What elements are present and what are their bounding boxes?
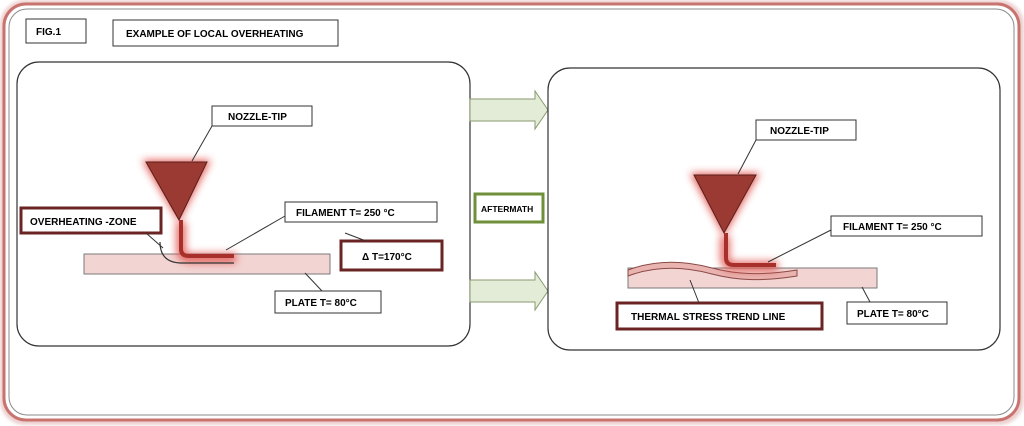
warped-filament bbox=[627, 261, 798, 281]
arrow-top bbox=[469, 89, 549, 131]
aftermath-box bbox=[473, 192, 545, 224]
plate-leader-after bbox=[861, 286, 871, 303]
plate-label-before: PLATE T= 80°C bbox=[285, 298, 357, 309]
nozzle-leader-after bbox=[737, 139, 757, 175]
panel-before-frame bbox=[16, 61, 471, 347]
stress-label-box bbox=[615, 301, 824, 331]
filament-after bbox=[724, 233, 776, 267]
outer-frame-inner bbox=[8, 8, 1015, 416]
filament-label-before: FILAMENT T= 250 °C bbox=[296, 208, 395, 219]
overheating-leader bbox=[145, 232, 164, 249]
filament-before bbox=[179, 220, 234, 258]
filament-leader-after bbox=[767, 229, 832, 263]
plate-leader-before bbox=[304, 272, 323, 292]
overheating-label: OVERHEATING -ZONE bbox=[30, 217, 137, 228]
delta-leader bbox=[344, 232, 367, 242]
plate-label-box-after bbox=[846, 301, 948, 325]
filament-label-box-before bbox=[284, 201, 438, 223]
arrow-bottom bbox=[469, 270, 549, 312]
filament-label-box-after bbox=[830, 215, 983, 237]
filament-leader-before bbox=[225, 215, 286, 251]
nozzle-leader-before bbox=[191, 125, 213, 162]
transition-arrows: AFTERMATH bbox=[469, 89, 549, 312]
figure-title: EXAMPLE OF LOCAL OVERHEATING bbox=[126, 29, 304, 40]
nozzle-before bbox=[145, 161, 208, 222]
figure-title-box bbox=[112, 19, 339, 47]
nozzle-after bbox=[693, 174, 757, 235]
nozzle-label-box-before bbox=[211, 105, 313, 127]
plate-label-after: PLATE T= 80°C bbox=[857, 309, 929, 320]
nozzle-label-before: NOZZLE-TIP bbox=[228, 112, 287, 123]
nozzle-label-box-after bbox=[755, 119, 857, 141]
nozzle-label-after: NOZZLE-TIP bbox=[770, 126, 829, 137]
stress-leader bbox=[689, 279, 700, 304]
filament-label-after: FILAMENT T= 250 °C bbox=[843, 222, 942, 233]
figure-label-box bbox=[25, 18, 87, 44]
figure-label: FIG.1 bbox=[36, 27, 61, 38]
panel-before: NOZZLE-TIP FILAMENT T= 250 °C OVERHEATIN… bbox=[16, 61, 471, 347]
delta-label-box bbox=[339, 239, 444, 272]
overheating-label-box bbox=[19, 206, 163, 235]
stress-label: THERMAL STRESS TREND LINE bbox=[631, 312, 786, 323]
plate-label-box-before bbox=[274, 290, 382, 314]
panel-after: NOZZLE-TIP FILAMENT T= 250 °C THERMAL ST… bbox=[547, 67, 1001, 351]
aftermath-label: AFTERMATH bbox=[481, 204, 533, 214]
delta-label: Δ T=170°C bbox=[362, 252, 412, 263]
